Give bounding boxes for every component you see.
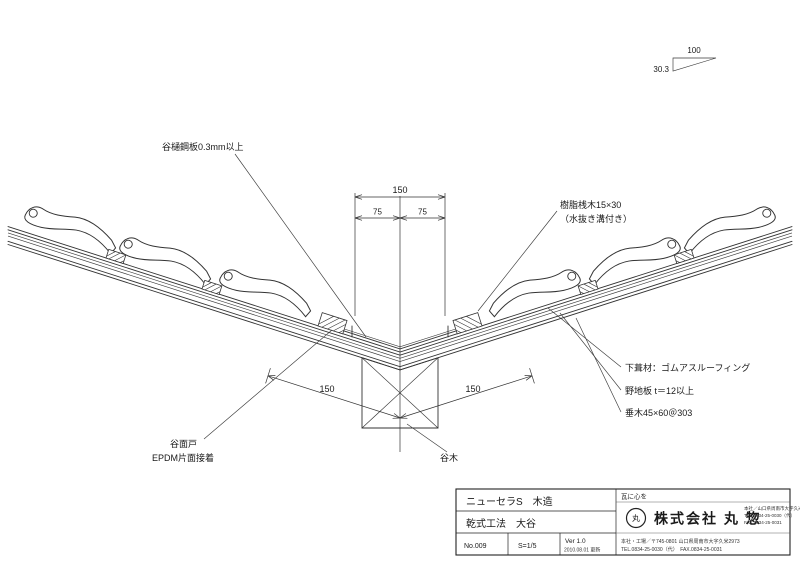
company-address-line: 本社・工場／〒745-0801 山口県周南市大字久米2973 [621,538,740,545]
drawing-updated: 2010.08.01 更新 [564,547,600,554]
callout-valley-plate: 谷樋鋼板0.3mm以上 [162,141,244,152]
title-block: ニューセラS 木造 乾式工法 大谷 No.009 S=1/5 Ver 1.0 2… [455,488,800,556]
drawing-number: No.009 [464,543,487,550]
callout-sheathing: 野地板 t＝12以上 [625,385,694,396]
leader-lines [203,153,622,453]
construction-method: 乾式工法 大谷 [466,517,536,530]
slope-rise-label: 30.3 [653,65,669,74]
callout-valley-filler-1: 谷面戸 [170,439,197,449]
company-name: 株式会社 丸 惣 [654,511,762,527]
company-address-line: TEL.0834-25-0030（代） FAX.0834-25-0031 [621,546,722,553]
dim-top-left-half: 75 [373,208,382,217]
company-contact-line: FAX.0834-25-0031 [744,520,782,525]
company-tagline: 瓦に心を [621,493,647,501]
company-logo-glyph: 丸 [632,513,640,523]
callout-valley-filler-2: EPDM片面接着 [152,452,214,463]
callout-rafter: 垂木45×60＠303 [625,407,692,418]
callout-resin-batten-1: 樹脂桟木15×30 [560,199,621,210]
callout-underlayment: 下葺材：ゴムアスルーフィング [625,362,750,373]
company-logo: 丸 [625,507,647,529]
company-contact-line: TEL.0834-25-0030（代） [744,512,795,519]
callouts: 谷樋鋼板0.3mm以上 樹脂桟木15×30 （水抜き溝付き） 下葺材：ゴムアスル… [152,141,750,463]
callout-valley-rafter: 谷木 [440,452,458,463]
slope-indicator: 100 30.3 [653,46,717,74]
slope-run-label: 100 [687,46,701,55]
dim-top-right-half: 75 [418,208,427,217]
drawing-scale: S=1/5 [518,543,537,550]
callout-resin-batten-2: （水抜き溝付き） [560,213,632,224]
dim-top-total: 150 [392,185,407,195]
dim-valley-left: 150 [319,384,334,394]
company-contact-line: 本社／山口県周南市大字久米 [744,505,800,512]
dim-valley-right: 150 [465,384,480,394]
dimensions: 150 75 75 150 150 [265,185,535,452]
drawing-version: Ver 1.0 [565,538,586,545]
product-name: ニューセラS 木造 [466,495,553,508]
